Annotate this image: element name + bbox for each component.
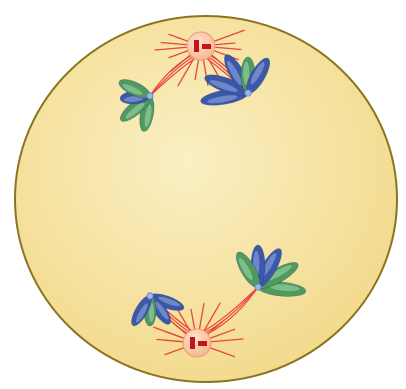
top-centrosome xyxy=(187,32,215,60)
centromere xyxy=(147,293,153,299)
centriole-vertical xyxy=(190,337,195,349)
bottom-centrosome xyxy=(183,329,211,357)
centriole-horizontal xyxy=(202,44,211,49)
centromere xyxy=(147,93,153,99)
centriole-vertical xyxy=(194,40,199,52)
centromere xyxy=(245,90,251,96)
centromere xyxy=(255,284,261,290)
centriole-horizontal xyxy=(198,341,207,346)
